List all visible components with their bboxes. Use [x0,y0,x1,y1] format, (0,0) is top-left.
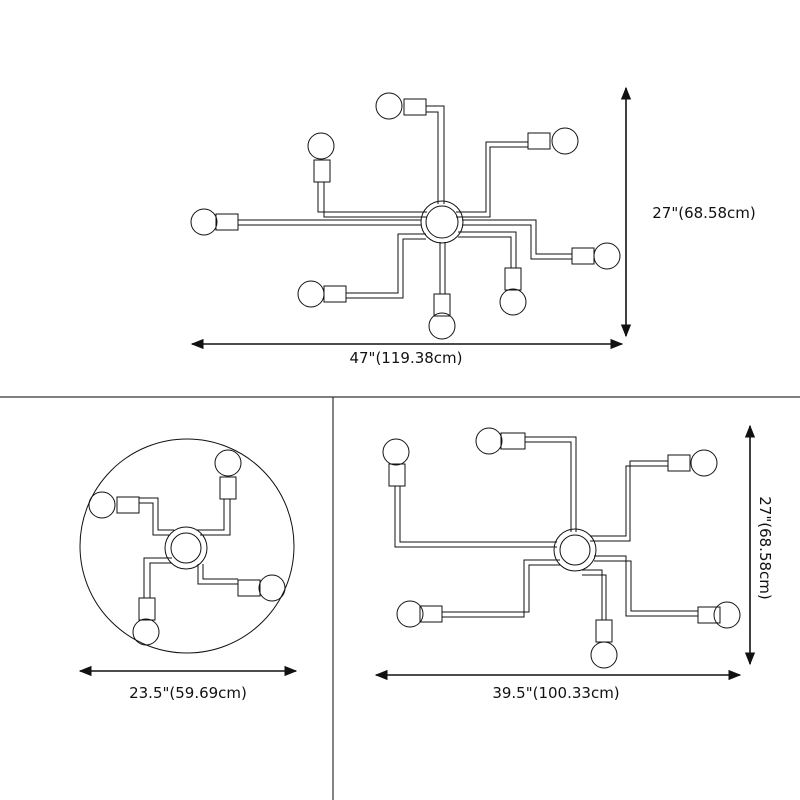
socket [313,159,331,183]
bulb [214,449,242,477]
bulb [375,92,403,120]
socket [323,285,347,303]
bulb [551,127,579,155]
hub-outer [553,528,597,572]
arms [394,436,698,620]
panel-dividers [0,396,800,800]
top-width-label: 47"(119.38cm) [349,349,462,367]
socket [419,605,443,623]
socket [403,98,427,116]
bottom-left-panel [78,438,298,677]
socket [116,496,140,514]
bulb [88,491,116,519]
bulb [499,288,527,316]
top-height-label: 27"(68.58cm) [652,204,756,222]
top-fixture [190,92,621,340]
bulb [396,600,424,628]
top-panel [190,86,632,350]
hub-inner [425,205,459,239]
bulb [475,427,503,455]
bulb [190,208,218,236]
bulb [382,438,410,466]
socket [595,619,613,643]
bulb [713,601,741,629]
bulbs [382,427,741,669]
hub-inner [170,532,202,564]
canopy-outline [79,438,295,654]
socket [215,213,239,231]
bulb [590,641,618,669]
hub-outer [164,526,208,570]
socket [388,463,406,487]
bulb [258,574,286,602]
side-fixture [382,427,741,669]
socket [527,132,551,150]
bulb [132,618,160,646]
socket [138,597,156,621]
arms [139,497,238,598]
socket [500,432,526,450]
bulb [428,312,456,340]
hub-inner [559,534,591,566]
socket [504,267,522,291]
bulb [593,242,621,270]
socket [697,606,721,624]
bulb [690,449,718,477]
bulb [297,280,325,308]
bulb [307,132,335,160]
socket [433,293,451,317]
bulbs [88,449,286,646]
socket [571,247,595,265]
socket [237,579,261,597]
bottom-left-width-label: 23.5"(59.69cm) [129,684,247,702]
round-fixture [88,449,286,646]
bottom-right-width-label: 39.5"(100.33cm) [492,684,619,702]
arms [238,105,572,299]
hub-outer [420,200,464,244]
socket [667,454,691,472]
bottom-right-panel [374,424,756,681]
socket [219,476,237,500]
bulbs [190,92,621,340]
bottom-right-height-label: 27"(68.58cm) [756,496,774,600]
